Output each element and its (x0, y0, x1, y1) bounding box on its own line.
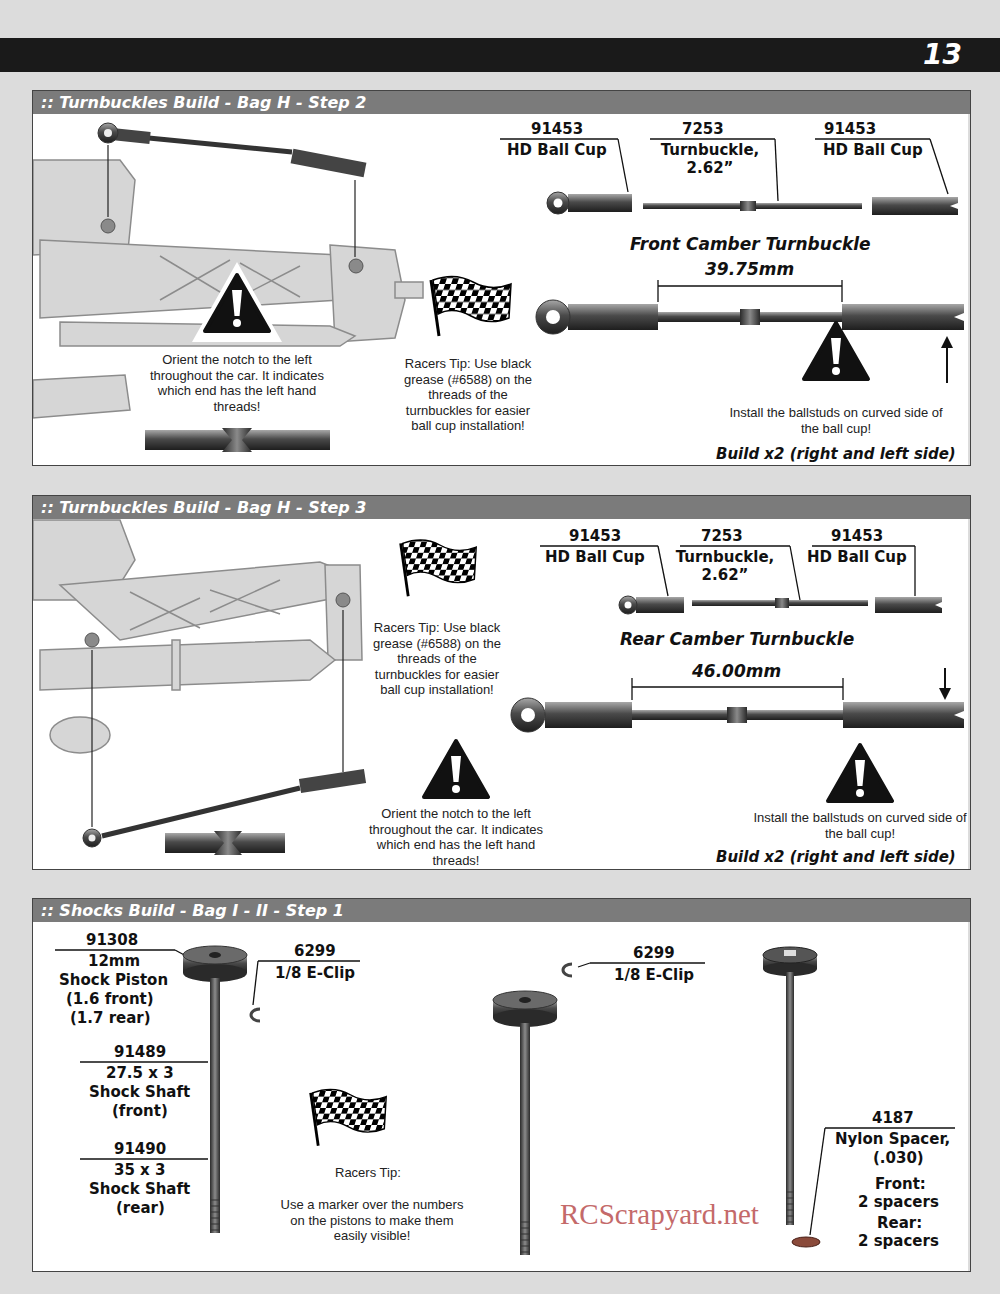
dimension: 39.75mm (705, 258, 794, 280)
step-heading: :: Turnbuckles Build - Bag H - Step 2 (33, 91, 970, 114)
assembly-title: Rear Camber Turnbuckle (620, 628, 854, 650)
part-spec: (.030) (873, 1149, 924, 1167)
part-name: 12mm (88, 952, 140, 970)
part-number: 4187 (872, 1109, 914, 1127)
part-number: 7253 (682, 120, 724, 138)
part-name: HD Ball Cup (823, 141, 923, 159)
part-number: 91453 (531, 120, 583, 138)
build-count: Build x2 (right and left side) (716, 848, 956, 866)
part-number: 91308 (86, 931, 138, 949)
quantity-note: 2 spacers (858, 1193, 939, 1211)
tip-note: Racers Tip: (335, 1165, 401, 1181)
part-number: 91453 (569, 527, 621, 545)
dimension: 46.00mm (692, 660, 781, 682)
warning-note: Orient the notch to the left throughout … (147, 352, 327, 414)
part-number: 91453 (824, 120, 876, 138)
part-name: Nylon Spacer, (835, 1130, 950, 1148)
step-heading: :: Shocks Build - Bag I - II - Step 1 (33, 899, 970, 922)
page-number: 13 (923, 39, 962, 71)
part-spec: 35 x 3 (114, 1161, 165, 1179)
watermark: RCScrapyard.net (560, 1197, 759, 1231)
part-spec: (front) (112, 1102, 168, 1120)
part-name: Turnbuckle, 2.62” (669, 548, 781, 584)
part-name: HD Ball Cup (807, 548, 907, 566)
build-count: Build x2 (right and left side) (716, 445, 956, 463)
part-name: HD Ball Cup (507, 141, 607, 159)
part-spec: (rear) (116, 1199, 165, 1217)
part-name: Shock Shaft (89, 1180, 190, 1198)
part-number: 6299 (294, 942, 336, 960)
quantity-note: Rear: (877, 1214, 922, 1232)
part-name: 1/8 E-Clip (275, 964, 355, 982)
part-number: 91490 (114, 1140, 166, 1158)
part-number: 6299 (633, 944, 675, 962)
part-spec: (1.7 rear) (70, 1009, 151, 1027)
tip-note: Racers Tip: Use black grease (#6588) on … (367, 620, 507, 698)
part-spec: 27.5 x 3 (106, 1064, 174, 1082)
part-name: 1/8 E-Clip (614, 966, 694, 984)
part-number: 91453 (831, 527, 883, 545)
page-header-bar: 13 (0, 38, 1000, 72)
part-spec: (1.6 front) (66, 990, 154, 1008)
warning-note: Install the ballstuds on curved side of … (721, 405, 951, 436)
step-heading: :: Turnbuckles Build - Bag H - Step 3 (33, 496, 970, 519)
part-number: 91489 (114, 1043, 166, 1061)
tip-note: Racers Tip: Use black grease (#6588) on … (398, 356, 538, 434)
tip-note: Use a marker over the numbers on the pis… (277, 1197, 467, 1244)
warning-note: Install the ballstuds on curved side of … (745, 810, 975, 841)
quantity-note: Front: (875, 1175, 926, 1193)
part-name: Shock Shaft (89, 1083, 190, 1101)
quantity-note: 2 spacers (858, 1232, 939, 1250)
warning-note: Orient the notch to the left throughout … (366, 806, 546, 868)
part-name: HD Ball Cup (545, 548, 645, 566)
assembly-title: Front Camber Turnbuckle (630, 233, 871, 255)
part-number: 7253 (701, 527, 743, 545)
part-name: Shock Piston (59, 971, 168, 989)
part-name: Turnbuckle, 2.62” (650, 141, 770, 177)
